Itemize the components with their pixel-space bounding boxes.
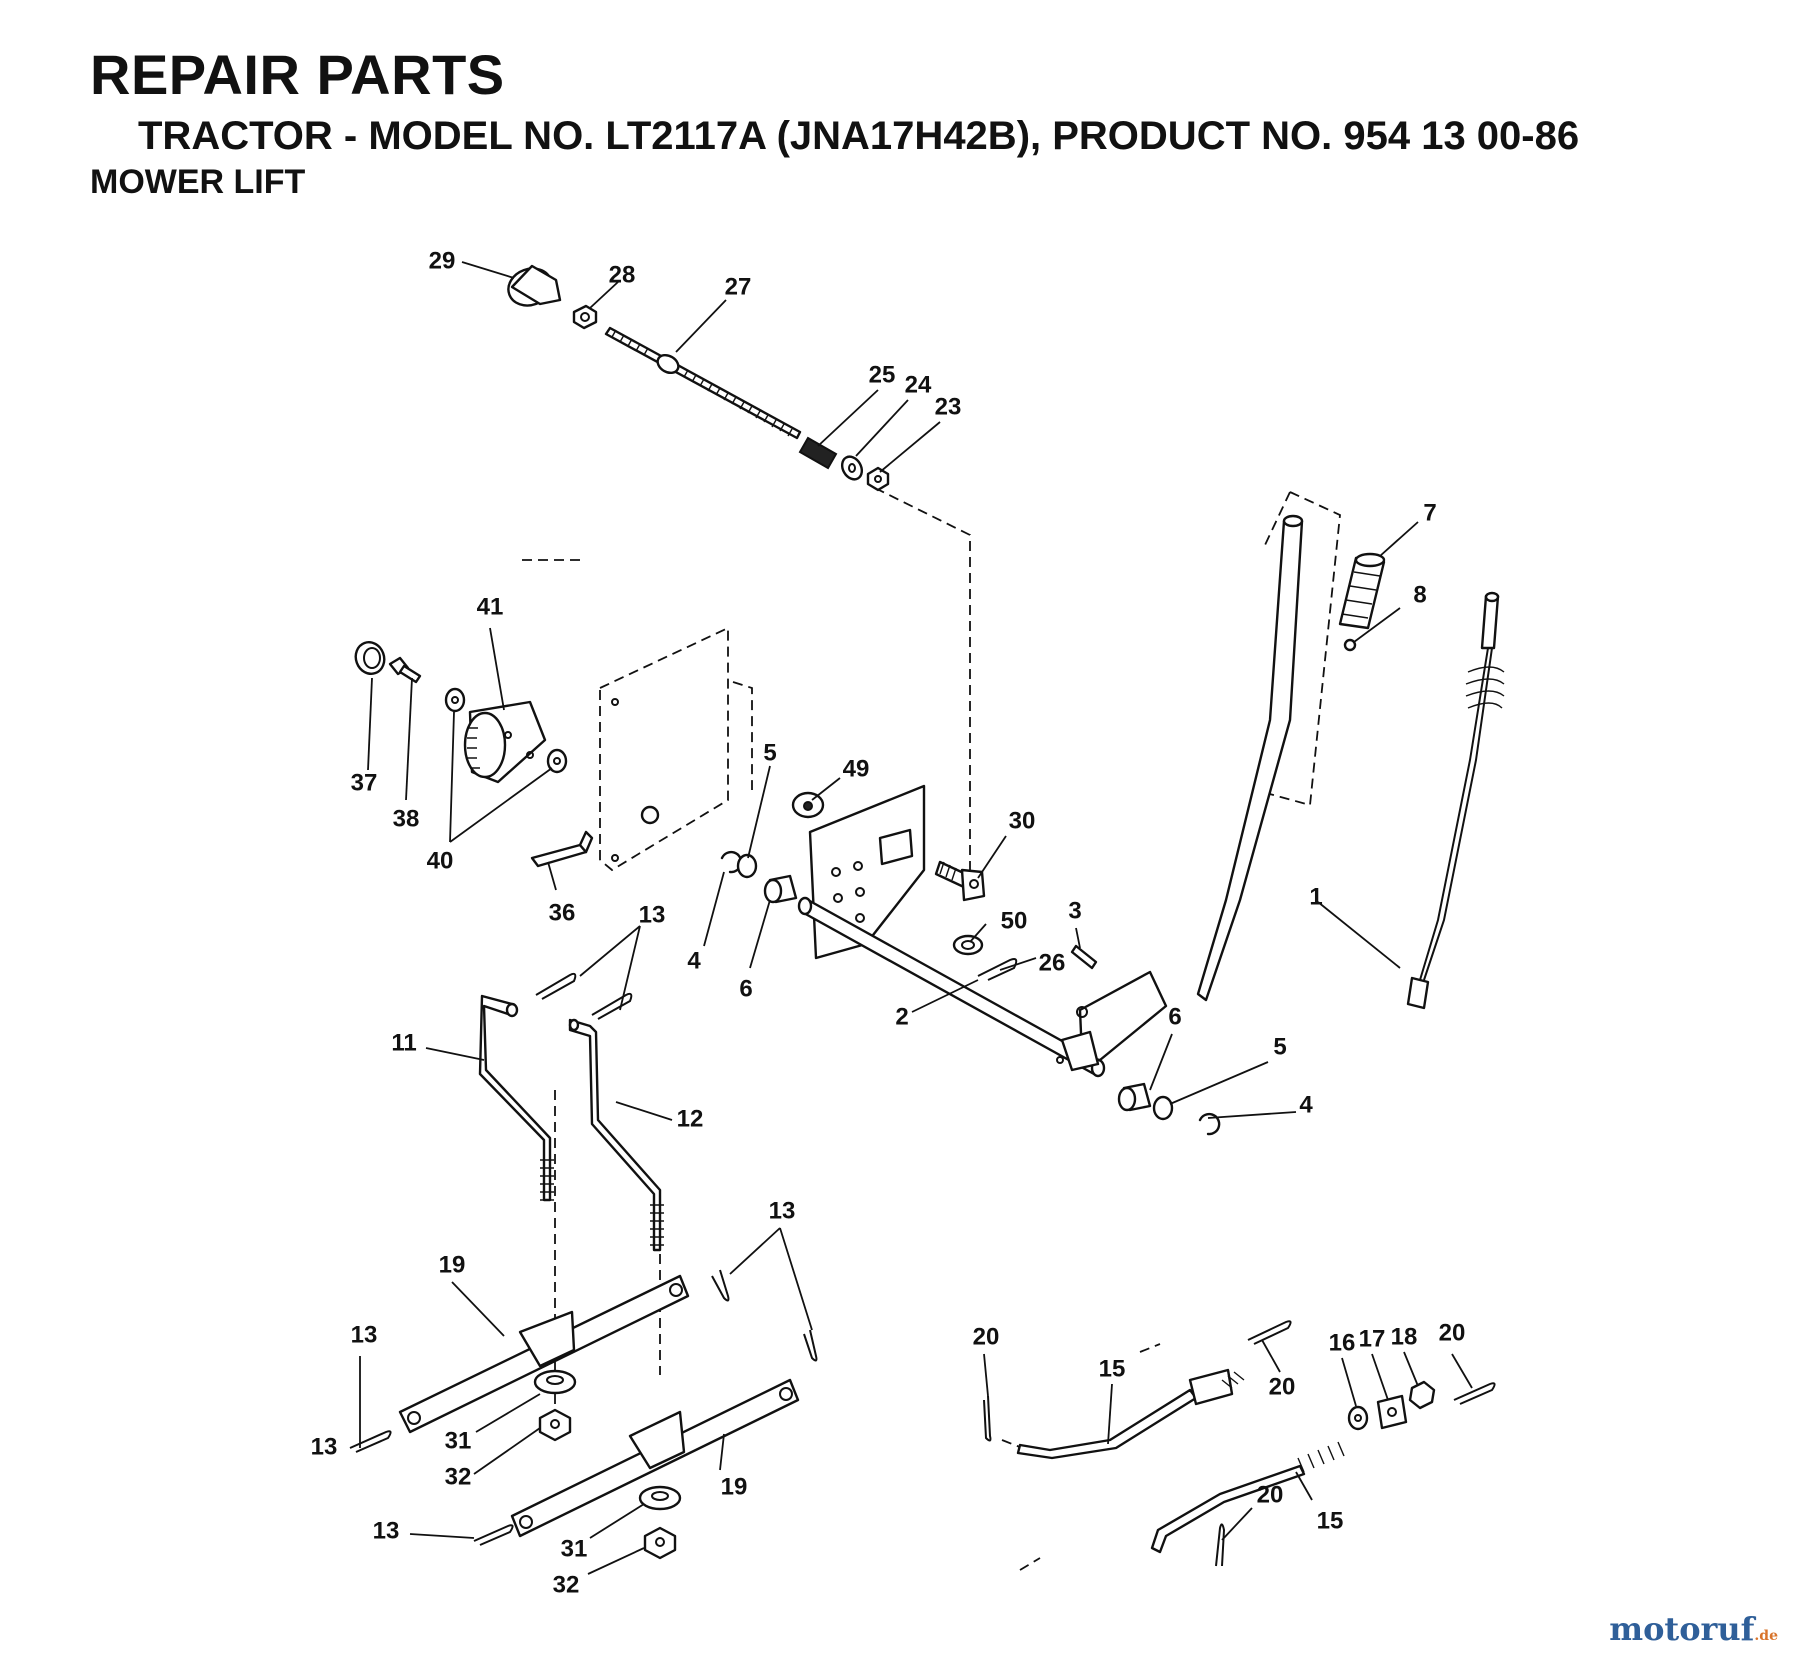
callout-label: 13 [351, 1321, 378, 1348]
callout-label: 3 [1068, 897, 1081, 924]
callout-label: 15 [1099, 1355, 1126, 1382]
part-1-cable [1406, 591, 1505, 1010]
callout-label: 38 [393, 805, 420, 832]
callout-label: 6 [739, 975, 752, 1002]
part-19-lift-arm [398, 1274, 800, 1538]
callout-label: 18 [1391, 1323, 1418, 1350]
callout-label: 24 [905, 371, 932, 398]
callout-label: 20 [1439, 1319, 1466, 1346]
callout-label: 23 [935, 393, 962, 420]
callout-label: 31 [561, 1535, 588, 1562]
part-25-spring [798, 436, 838, 470]
part-23-nut [866, 466, 890, 492]
callout-labels: 1 2 3 4 4 5 5 6 6 7 8 11 12 13 13 13 13 … [311, 247, 1466, 1598]
part-20-hairpin [983, 1320, 1496, 1567]
part-30-trunnion [934, 860, 986, 902]
part-36-bracket [530, 830, 594, 868]
callout-label: 5 [763, 739, 776, 766]
part-41-knob [463, 700, 547, 784]
callout-label: 1 [1309, 883, 1322, 910]
part-27-threaded-rod [604, 326, 802, 440]
callout-label: 25 [869, 361, 896, 388]
part-28-nut [572, 304, 598, 330]
callout-label: 20 [1257, 1481, 1284, 1508]
lift-bracket [808, 784, 926, 960]
callout-label: 4 [687, 947, 701, 974]
leader-lines [359, 261, 1473, 1575]
part-16-nut [1347, 1405, 1369, 1431]
part-24-washer [840, 455, 864, 481]
part-3-pin [1070, 944, 1098, 970]
part-29-knob [507, 264, 562, 307]
callout-label: 32 [553, 1571, 580, 1598]
lift-handle [1056, 514, 1304, 1072]
callout-label: 50 [1001, 907, 1028, 934]
callout-label: 17 [1359, 1325, 1386, 1352]
callout-label: 11 [391, 1029, 416, 1056]
callout-label: 19 [721, 1473, 748, 1500]
callout-label: 13 [373, 1517, 400, 1544]
part-17-block [1376, 1394, 1408, 1430]
part-4-clip [720, 850, 1221, 1136]
part-31-bushing [533, 1369, 682, 1511]
callout-label: 8 [1413, 581, 1426, 608]
part-50-washer [952, 934, 984, 956]
mounting-panel [599, 690, 660, 862]
part-2-cross-shaft [797, 896, 1106, 1078]
callout-label: 49 [843, 755, 870, 782]
callout-label: 13 [769, 1197, 796, 1224]
part-40-washer [444, 687, 568, 774]
callout-label: 13 [639, 901, 666, 928]
model-subtitle: TRACTOR - MODEL NO. LT2117A (JNA17H42B),… [138, 114, 1580, 158]
callout-label: 2 [895, 1003, 908, 1030]
part-37-cap [354, 641, 386, 675]
callout-label: 13 [311, 1433, 338, 1460]
callout-label: 5 [1273, 1033, 1286, 1060]
callout-label: 7 [1423, 499, 1436, 526]
part-8-spacer [1343, 638, 1357, 652]
watermark-logo: motoruf.de [1609, 1610, 1778, 1648]
callout-label: 12 [677, 1105, 704, 1132]
callout-label: 15 [1317, 1507, 1344, 1534]
callout-label: 30 [1009, 807, 1036, 834]
part-18-nut [1408, 1380, 1436, 1410]
assembly-guides [520, 487, 1341, 1571]
part-5-washer [736, 853, 1174, 1121]
callout-label: 16 [1329, 1329, 1356, 1356]
part-26-hairpin [977, 958, 1018, 981]
part-38-bolt [388, 656, 422, 684]
part-49-rivet [791, 791, 825, 819]
callout-label: 28 [609, 261, 636, 288]
callout-label: 40 [427, 847, 454, 874]
callout-label: 6 [1168, 1003, 1181, 1030]
part-32-nut [538, 1408, 677, 1560]
part-12-lift-link [568, 1018, 664, 1252]
page-title: REPAIR PARTS [90, 43, 505, 106]
part-11-lift-link [478, 994, 554, 1202]
callout-label: 36 [549, 899, 576, 926]
callout-label: 19 [439, 1251, 466, 1278]
callout-label: 4 [1299, 1091, 1313, 1118]
callout-label: 29 [429, 247, 456, 274]
part-13-hairpin [349, 972, 818, 1546]
callout-label: 27 [725, 273, 752, 300]
part-6-bushing [763, 874, 1152, 1112]
callout-label: 41 [477, 593, 504, 620]
section-title: MOWER LIFT [90, 163, 306, 201]
callout-label: 26 [1039, 949, 1066, 976]
part-7-grip [1338, 552, 1386, 630]
callout-label: 20 [1269, 1373, 1296, 1400]
part-15-link-rod [1016, 1368, 1345, 1554]
callout-label: 32 [445, 1463, 472, 1490]
callout-label: 20 [973, 1323, 1000, 1350]
callout-label: 37 [351, 769, 378, 796]
callout-label: 31 [445, 1427, 472, 1454]
